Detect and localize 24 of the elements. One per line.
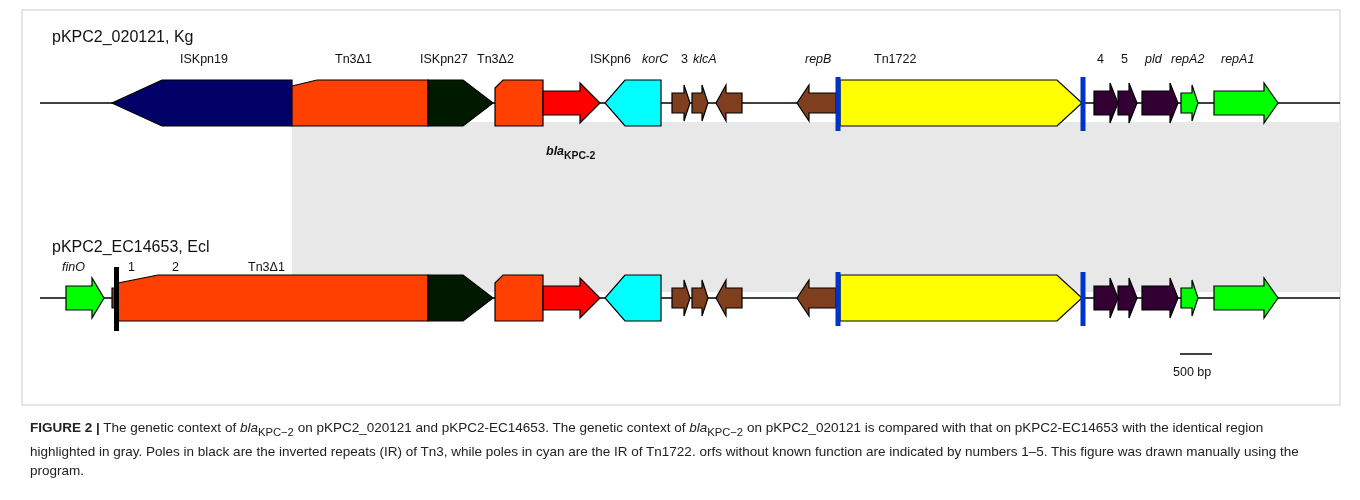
gene-label: korC xyxy=(642,52,669,66)
gene-label: ISKpn27 xyxy=(420,52,468,66)
gene-label: 5 xyxy=(1121,52,1128,66)
gene-label: repA2 xyxy=(1171,52,1205,66)
gene-label: ISKpn6 xyxy=(590,52,631,66)
gene-label: 1 xyxy=(128,260,135,274)
gene-label: ISKpn19 xyxy=(180,52,228,66)
gene-label: 3 xyxy=(681,52,688,66)
scale-label: 500 bp xyxy=(1173,365,1212,379)
gene-label: Tn1722 xyxy=(874,52,917,66)
plasmid-name: pKPC2_020121, Kg xyxy=(52,28,194,46)
figure-caption: FIGURE 2 | The genetic context of bla$_{KPC−2}$ on pKPC2_020121 and pKPC2-EC14653. The genetic context of bla$_{KPC−2}$ on pKPC2_020121 is compared with that on pKPC2-EC14653 with the identical region highlighted in gray. Poles in black are the inverted repeats (IR) of Tn3, while poles in cyan are the IR of Tn1722. orfs without known function are indicated by numbers 1–5. This figure was drawn manually using the program. xyxy=(30,419,1300,480)
gene-label: Tn3Δ1 xyxy=(248,260,285,274)
gene-label: repA1 xyxy=(1221,52,1255,66)
plasmid-name: pKPC2_EC14653, Ecl xyxy=(52,238,210,256)
gene-label: finO xyxy=(62,260,85,274)
gene-label: Tn3Δ2 xyxy=(477,52,514,66)
gene-label: repB xyxy=(805,52,832,66)
gene-label: bla$_{KPC-2}$ xyxy=(546,144,596,161)
gene-label: klcA xyxy=(693,52,717,66)
gene-label: 4 xyxy=(1097,52,1104,66)
gene-label: pld xyxy=(1145,52,1162,66)
gene-label: Tn3Δ1 xyxy=(335,52,372,66)
gene-label: 2 xyxy=(172,260,179,274)
